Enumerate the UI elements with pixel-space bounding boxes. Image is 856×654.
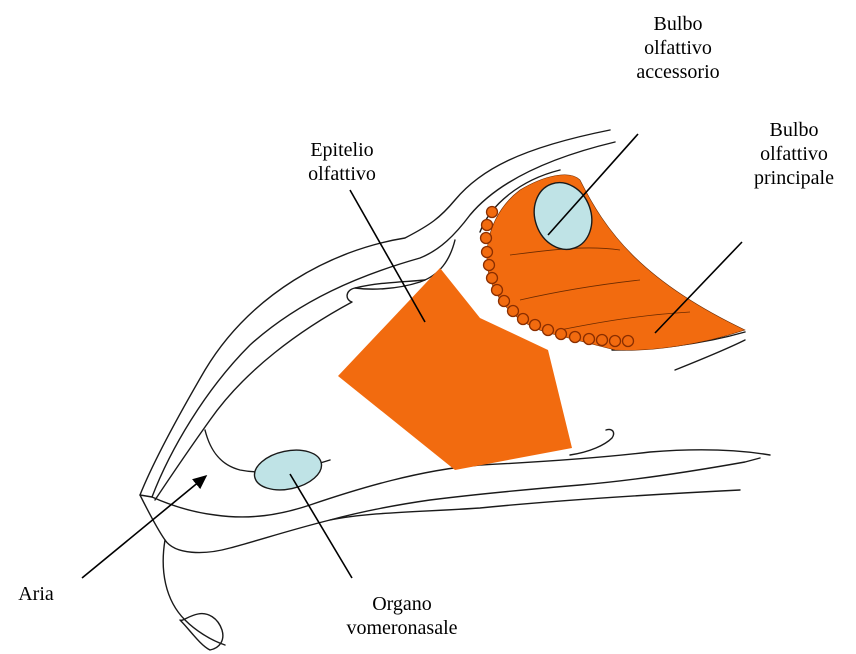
vomeronasal-organ [251,444,325,495]
label-vomeronasal-organ: Organo vomeronasale [332,592,472,640]
main-olfactory-bulb [481,175,746,351]
label-main-bulb: Bulbo olfattivo principale [734,118,854,190]
leader-epithelium [350,190,425,322]
label-accessory-bulb: Bulbo olfattivo accessorio [618,12,738,84]
label-air: Aria [6,582,66,606]
leader-vomeronasal [290,474,352,578]
label-olfactory-epithelium: Epitelio olfattivo [282,138,402,186]
air-flow-arrow [82,476,206,578]
